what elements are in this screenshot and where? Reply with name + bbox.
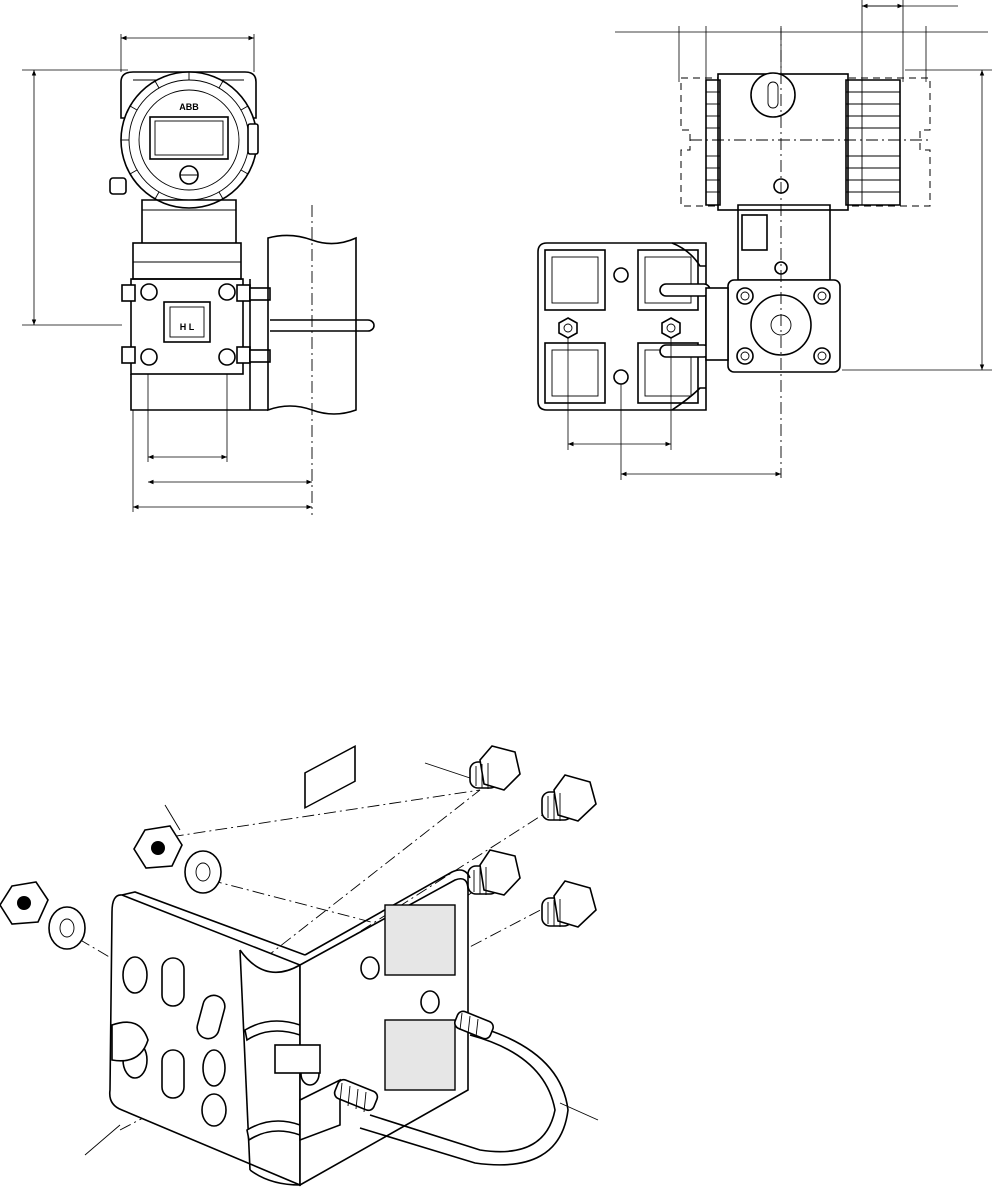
bracket-window	[385, 1020, 455, 1090]
hex-bolt	[468, 850, 520, 895]
leader-bolt	[425, 763, 470, 778]
bracket-nuts	[559, 318, 680, 338]
housing-plug	[751, 73, 795, 117]
brand-mark: ABB	[179, 102, 199, 112]
leader-u-bolt	[560, 1103, 598, 1120]
lcd-display-window	[150, 117, 228, 159]
hex-bolt	[542, 775, 596, 821]
front-view: ABB H L	[22, 34, 374, 515]
washer	[49, 907, 85, 949]
hex-nut	[134, 826, 182, 868]
cover-ribs-right	[846, 80, 900, 205]
bracket-window	[385, 905, 455, 975]
hex-nut	[0, 882, 48, 924]
exploded-bracket-view	[0, 746, 598, 1185]
flange-top	[133, 243, 241, 279]
leader-bracket	[85, 1125, 120, 1155]
hex-bolt	[542, 881, 596, 927]
cable-gland	[110, 178, 126, 194]
washer	[185, 851, 221, 893]
hex-bolt	[470, 746, 520, 790]
side-view	[538, 0, 992, 480]
sensor-marking: H L	[180, 322, 195, 332]
